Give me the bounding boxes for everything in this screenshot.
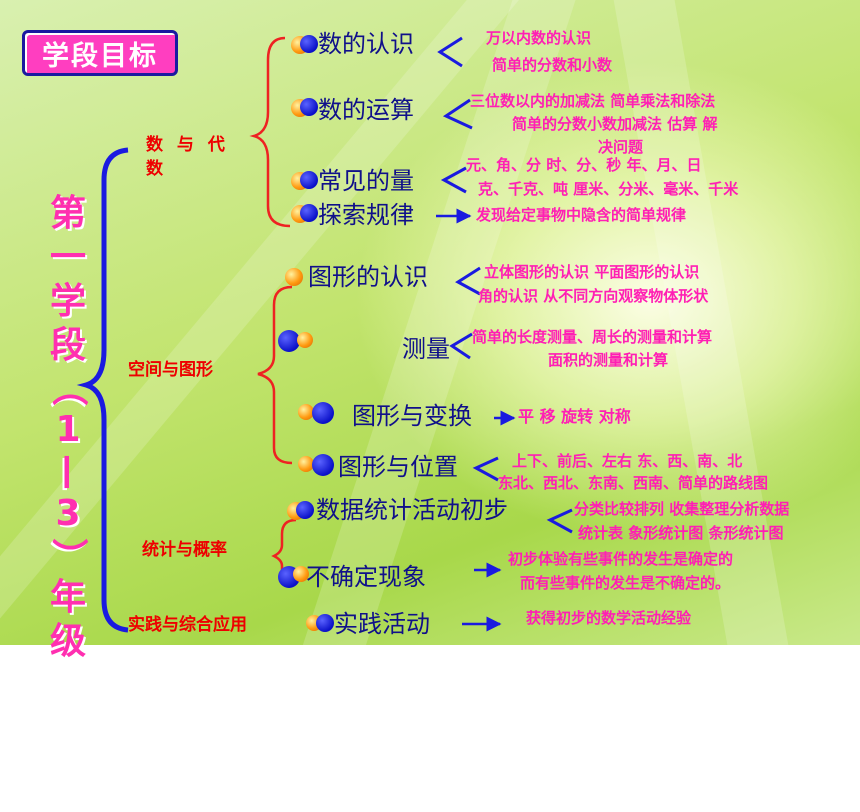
topic-shijian-huodong: 实践活动 xyxy=(334,610,430,638)
detail-text: 简单的分数小数加减法 估算 解 xyxy=(512,115,718,133)
detail-text: 面积的测量和计算 xyxy=(548,351,669,369)
stage-label-char: 学 xyxy=(49,281,86,322)
topic-shuju-tongji: 数据统计活动初步 xyxy=(316,496,508,524)
detail-text: 角的认识 从不同方向观察物体形状 xyxy=(478,287,709,305)
detail-text: 决问题 xyxy=(598,138,644,156)
topic-tuxing-weizhi: 图形与位置 xyxy=(338,453,458,481)
stage-label-char: 3 xyxy=(55,493,81,534)
bullet-icon xyxy=(298,456,314,472)
bullet-icon xyxy=(296,501,314,519)
stage-label-char: 1 xyxy=(55,409,81,450)
angle-celiang xyxy=(449,332,473,360)
angle-shu-renshi xyxy=(437,36,463,68)
bullet-icon xyxy=(316,614,334,632)
topic-tansuo-guilv: 探索规律 xyxy=(318,201,414,229)
detail-text: 立体图形的认识 平面图形的认识 xyxy=(484,263,700,281)
detail-text: 上下、前后、左右 东、西、南、北 xyxy=(512,452,743,470)
detail-text: 万以内数的认识 xyxy=(486,29,592,47)
bracket-shu-dai xyxy=(249,36,291,228)
detail-text: 东北、西北、东南、西南、简单的路线图 xyxy=(498,474,769,492)
stage-label-char: （ xyxy=(48,369,89,406)
category-shijian: 实践与综合应用 xyxy=(128,615,247,635)
detail-text: 简单的分数和小数 xyxy=(492,56,613,74)
detail-text: 平 移 旋转 对称 xyxy=(518,407,631,426)
stage-label-char: 年 xyxy=(49,577,86,618)
topic-celiang: 测量 xyxy=(402,335,450,363)
detail-text: 初步体验有些事件的发生是确定的 xyxy=(508,550,734,568)
bullet-icon xyxy=(312,454,334,476)
angle-liang xyxy=(440,166,467,194)
category-kongjian: 空间与图形 xyxy=(128,360,213,380)
stage-label-char: 级 xyxy=(49,621,86,662)
topic-tuxing-bianhuan: 图形与变换 xyxy=(352,402,472,430)
angle-tongji xyxy=(546,508,573,534)
angle-tuxing xyxy=(455,266,481,296)
bullet-icon xyxy=(297,332,313,348)
bullet-icon xyxy=(300,98,318,116)
bullet-icon xyxy=(278,330,300,352)
detail-text: 简单的长度测量、周长的测量和计算 xyxy=(472,328,713,346)
topic-bu-queding: 不确定现象 xyxy=(306,563,426,591)
detail-text: 获得初步的数学活动经验 xyxy=(526,609,692,627)
topic-changjian-liang: 常见的量 xyxy=(318,167,414,195)
bullet-icon xyxy=(298,404,314,420)
stage-label-char: — xyxy=(48,454,89,490)
detail-text: 元、角、分 时、分、秒 年、月、日 xyxy=(466,156,702,174)
category-tongji: 统计与概率 xyxy=(142,540,227,560)
topic-shu-yunsuan: 数的运算 xyxy=(318,96,414,124)
category-shu-dai: 数 与 代 数 xyxy=(146,135,229,179)
topic-shu-renshi: 数的认识 xyxy=(318,30,414,58)
detail-text: 而有些事件的发生是不确定的。 xyxy=(520,574,731,592)
angle-weizhi xyxy=(472,456,499,482)
stage-label-char: ） xyxy=(48,537,89,574)
topic-tuxing-renshi: 图形的认识 xyxy=(308,263,428,291)
background xyxy=(0,0,860,645)
title-box: 学段目标 xyxy=(22,30,178,76)
detail-text: 克、千克、吨 厘米、分米、毫米、千米 xyxy=(478,180,739,198)
bullet-icon xyxy=(300,171,318,189)
stage-label-char: 一 xyxy=(49,237,86,278)
stage-label-char: 段 xyxy=(49,325,86,366)
stage-label: 第一学段（1 —3）年级 xyxy=(48,192,89,664)
stage-label-char: 第 xyxy=(49,193,86,234)
diagram-lines xyxy=(76,36,573,633)
detail-text: 发现给定事物中隐含的简单规律 xyxy=(476,206,687,224)
title-text: 学段目标 xyxy=(42,40,158,72)
detail-text: 分类比较排列 收集整理分析数据 xyxy=(574,500,790,518)
detail-text: 统计表 象形统计图 条形统计图 xyxy=(578,524,784,542)
angle-yunsuan xyxy=(442,98,473,130)
bullet-icon xyxy=(285,268,303,286)
bullet-icon xyxy=(293,566,309,582)
bullet-icon xyxy=(300,35,318,53)
bullet-icon xyxy=(300,204,318,222)
bullet-icon xyxy=(312,402,334,424)
bracket-kongjian xyxy=(257,285,293,465)
detail-text: 三位数以内的加减法 简单乘法和除法 xyxy=(470,92,716,110)
main-bracket xyxy=(76,147,129,633)
